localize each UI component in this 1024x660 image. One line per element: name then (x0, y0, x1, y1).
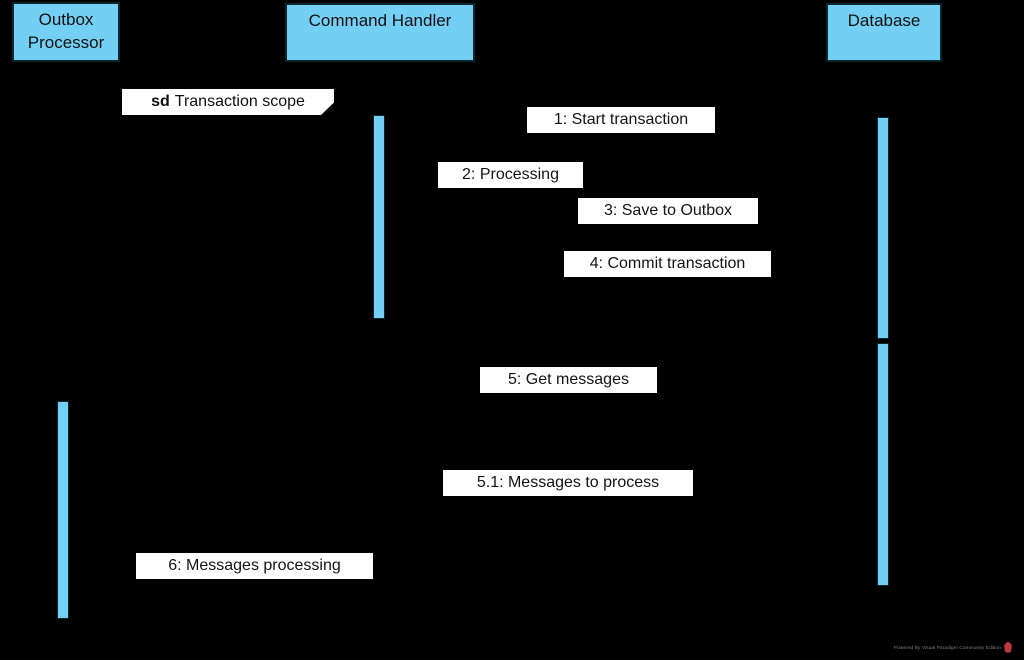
participant-outbox-processor[interactable]: Outbox Processor (12, 2, 120, 62)
message-start-transaction[interactable]: 1: Start transaction (527, 107, 715, 133)
activation-bar-database-1[interactable] (877, 117, 889, 339)
participant-outbox-processor-label-line1: Outbox (38, 10, 94, 29)
message-processing[interactable]: 2: Processing (438, 162, 583, 188)
message-messages-to-process[interactable]: 5.1: Messages to process (443, 470, 693, 496)
participant-command-handler[interactable]: Command Handler (285, 3, 475, 62)
watermark[interactable]: Powered By Visual Paradigm Community Edi… (828, 639, 1012, 655)
participant-outbox-processor-label-line2: Processor (27, 33, 105, 52)
sd-frame-title: Transaction scope (174, 93, 305, 110)
message-messages-processing[interactable]: 6: Messages processing (136, 553, 373, 579)
message-commit-transaction[interactable]: 4: Commit transaction (564, 251, 771, 277)
sd-frame-keyword: sd (151, 93, 170, 110)
message-get-messages[interactable]: 5: Get messages (480, 367, 657, 393)
participant-command-handler-label: Command Handler (308, 11, 452, 30)
activation-bar-command-handler[interactable] (373, 115, 385, 319)
watermark-text: Powered By Visual Paradigm Community Edi… (893, 644, 1001, 650)
participant-database-label: Database (847, 11, 921, 30)
participant-database[interactable]: Database (826, 3, 942, 62)
visual-paradigm-logo-icon (1004, 641, 1012, 653)
activation-bar-database-2[interactable] (877, 343, 889, 586)
activation-bar-outbox-processor[interactable] (57, 401, 69, 619)
message-save-to-outbox[interactable]: 3: Save to Outbox (578, 198, 758, 224)
